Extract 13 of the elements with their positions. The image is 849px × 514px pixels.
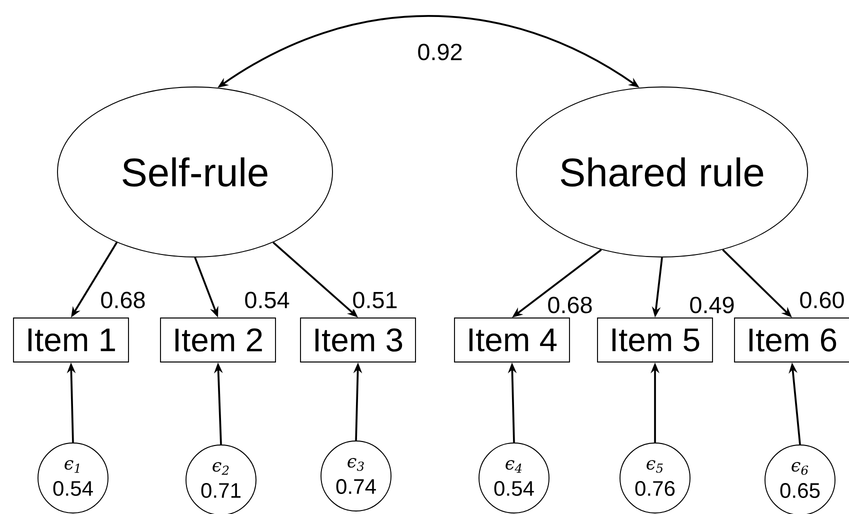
item-box: Item 6 xyxy=(734,318,849,362)
item-box: Item 3 xyxy=(300,318,416,362)
edge-label: 0.68 xyxy=(546,296,594,314)
edge-label: 0.51 xyxy=(351,290,399,310)
item-box: Item 1 xyxy=(13,318,129,362)
item-box: Item 4 xyxy=(454,318,570,362)
edge-label: 0.68 xyxy=(99,290,147,310)
edge-label: 0.54 xyxy=(243,290,291,310)
item-box: Item 2 xyxy=(160,318,276,362)
item-box: Item 5 xyxy=(597,318,713,362)
edge-label: 0.60 xyxy=(798,290,846,310)
edge-label: 0.92 xyxy=(416,42,464,62)
edge-label: 0.49 xyxy=(688,296,736,314)
